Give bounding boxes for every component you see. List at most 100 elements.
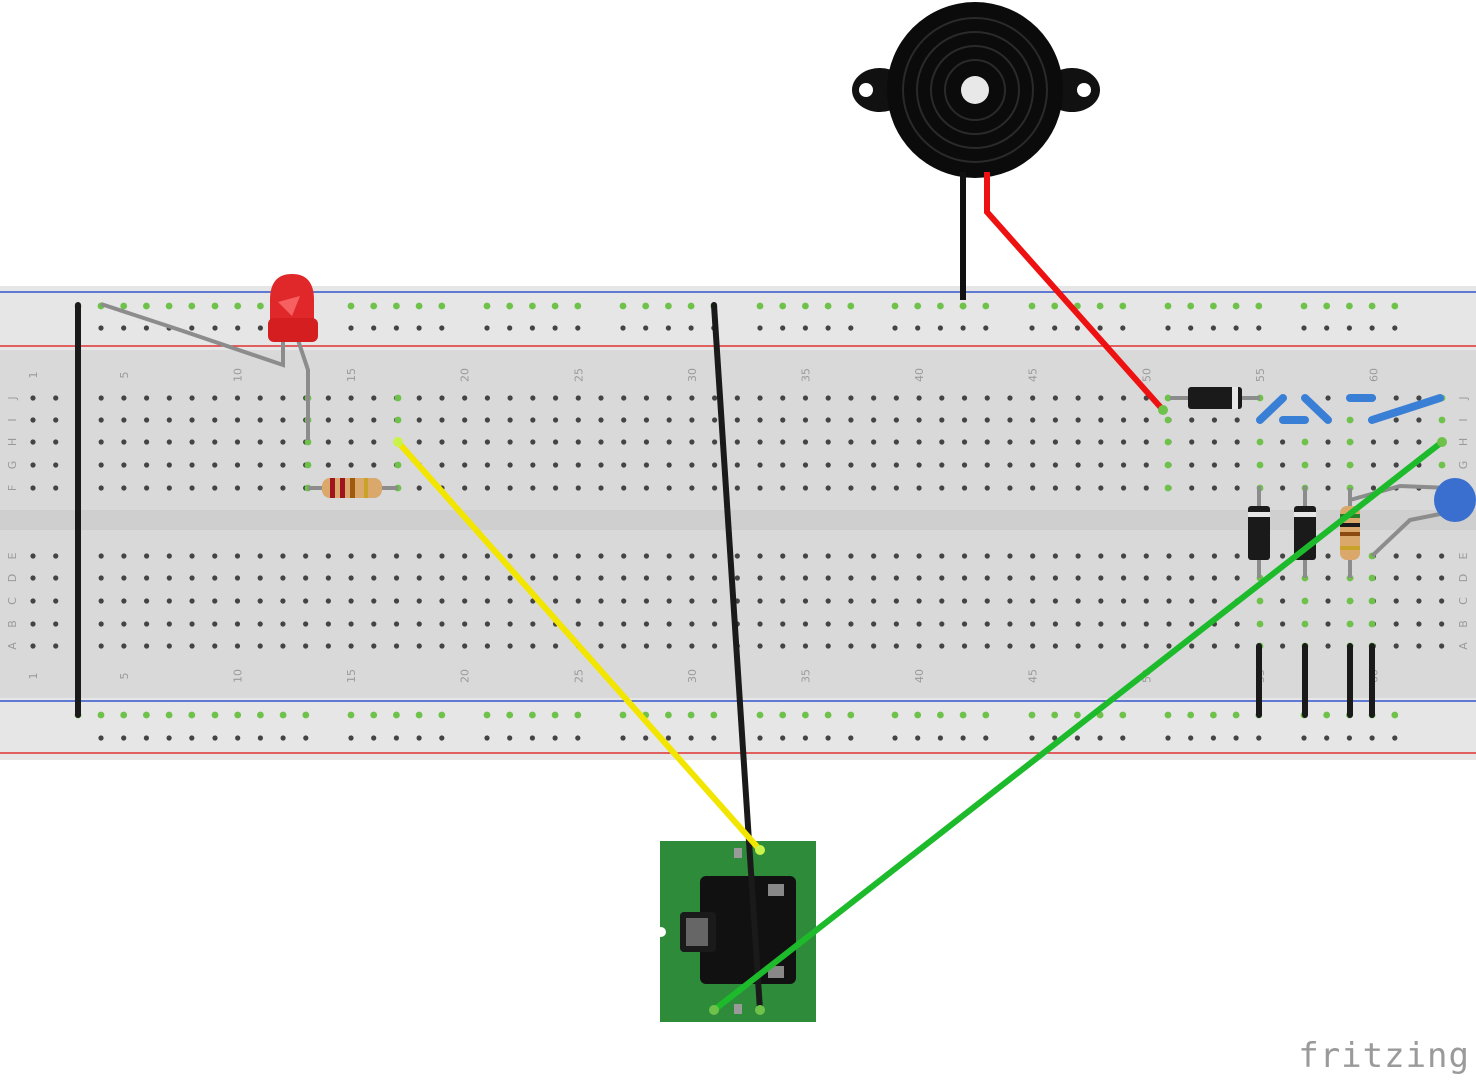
breadboard-hole (212, 462, 218, 468)
breadboard-hole (1211, 643, 1218, 649)
row-label: F (6, 485, 19, 491)
wire-blue[interactable] (1256, 394, 1287, 424)
breadboard-hole (1280, 643, 1286, 649)
wire-green[interactable] (711, 439, 1445, 1013)
breadboard-hole (1007, 462, 1013, 468)
breadboard-hole (416, 485, 422, 491)
breadboard-hole (939, 395, 945, 401)
breadboard-hole (893, 575, 899, 581)
breadboard-hole (982, 302, 990, 310)
diode[interactable] (1248, 486, 1270, 578)
breadboard-hole (235, 325, 241, 331)
breadboard-hole (303, 575, 309, 581)
breadboard-hole (1030, 417, 1036, 423)
breadboard-hole (394, 416, 402, 424)
breadboard-hole (280, 621, 286, 627)
breadboard-hole (416, 439, 422, 445)
breadboard-hole (30, 439, 36, 445)
breadboard-hole (393, 575, 400, 581)
breadboard-hole (937, 711, 944, 719)
breadboard-hole (1256, 597, 1264, 605)
capacitor-body (1434, 478, 1476, 522)
breadboard-hole (916, 598, 922, 604)
breadboard-hole (575, 485, 581, 491)
column-label: 15 (345, 669, 358, 683)
buzzer-lead-red (984, 172, 1166, 412)
breadboard-hole (189, 439, 195, 445)
breadboard-hole (847, 711, 855, 719)
breadboard-hole (825, 735, 831, 741)
breadboard-hole (552, 325, 558, 331)
breadboard-hole (802, 395, 809, 401)
breadboard-hole (1210, 711, 1217, 719)
breadboard-hole (416, 643, 422, 649)
breadboard-hole (530, 439, 536, 445)
breadboard-hole (1439, 575, 1445, 581)
breadboard-hole (1211, 575, 1218, 581)
breadboard-hole (53, 621, 59, 627)
breadboard-hole (779, 302, 787, 310)
wire-blue-group (1256, 394, 1444, 424)
ceramic-capacitor[interactable] (1349, 478, 1476, 558)
breadboard-hole (734, 575, 740, 581)
column-label: 35 (799, 368, 812, 382)
breadboard-hole (893, 598, 899, 604)
wire-blue[interactable] (1301, 394, 1332, 424)
breadboard-hole (393, 711, 400, 719)
breadboard-hole (712, 485, 718, 491)
breadboard-hole (1143, 643, 1149, 649)
breadboard-hole (598, 621, 604, 627)
breadboard-hole (779, 711, 787, 719)
breadboard-hole (666, 417, 672, 423)
breadboard-hole (914, 302, 922, 310)
breadboard-hole (598, 553, 604, 559)
breadboard-hole (1189, 439, 1195, 445)
breadboard-hole (212, 575, 218, 581)
breadboard-hole (1323, 711, 1331, 719)
breadboard-hole (189, 417, 195, 423)
fritzing-logo: fritzing (1298, 1036, 1470, 1076)
breadboard-hole (439, 439, 445, 445)
breadboard-hole (961, 462, 968, 468)
breadboard-hole (575, 417, 581, 423)
breadboard-hole (825, 643, 831, 649)
breadboard-hole (1325, 643, 1331, 649)
breadboard-hole (234, 553, 241, 559)
breadboard-hole (212, 621, 218, 627)
wire-yellow[interactable] (395, 439, 763, 853)
piezo-buzzer[interactable] (852, 2, 1166, 412)
breadboard-hole (575, 735, 581, 741)
breadboard-hole (871, 462, 877, 468)
column-label: 25 (572, 368, 585, 382)
breadboard-hole (394, 394, 402, 402)
buzzer-ring (902, 17, 1048, 163)
breadboard-hole (893, 395, 899, 401)
breadboard-hole (1369, 325, 1375, 331)
breadboard-hole (1189, 485, 1195, 491)
breadboard-hole (1210, 325, 1216, 331)
breadboard-hole (530, 462, 536, 468)
breadboard-hole (121, 325, 127, 331)
breadboard-hole (712, 598, 718, 604)
breadboard-hole (1324, 325, 1330, 331)
breadboard-hole (325, 417, 331, 423)
breadboard-hole (234, 711, 242, 719)
breadboard-hole (1393, 395, 1399, 401)
breadboard-hole (438, 302, 446, 310)
breadboard-hole (166, 575, 172, 581)
wire-blue[interactable] (1368, 394, 1444, 424)
breadboard-hole (280, 395, 286, 401)
wire-black[interactable] (711, 302, 763, 1013)
red-led[interactable] (100, 274, 318, 440)
breadboard-hole (53, 462, 59, 468)
breadboard-hole (666, 395, 672, 401)
breadboard-hole (506, 302, 514, 310)
breadboard-hole (1438, 416, 1446, 424)
breadboard-hole (166, 462, 172, 468)
diode[interactable] (1170, 387, 1260, 409)
breadboard-hole (1007, 417, 1013, 423)
resistor[interactable] (308, 478, 398, 498)
breadboard-hole (1346, 620, 1354, 628)
breadboard-hole (416, 417, 422, 423)
breadboard-hole (780, 598, 786, 604)
